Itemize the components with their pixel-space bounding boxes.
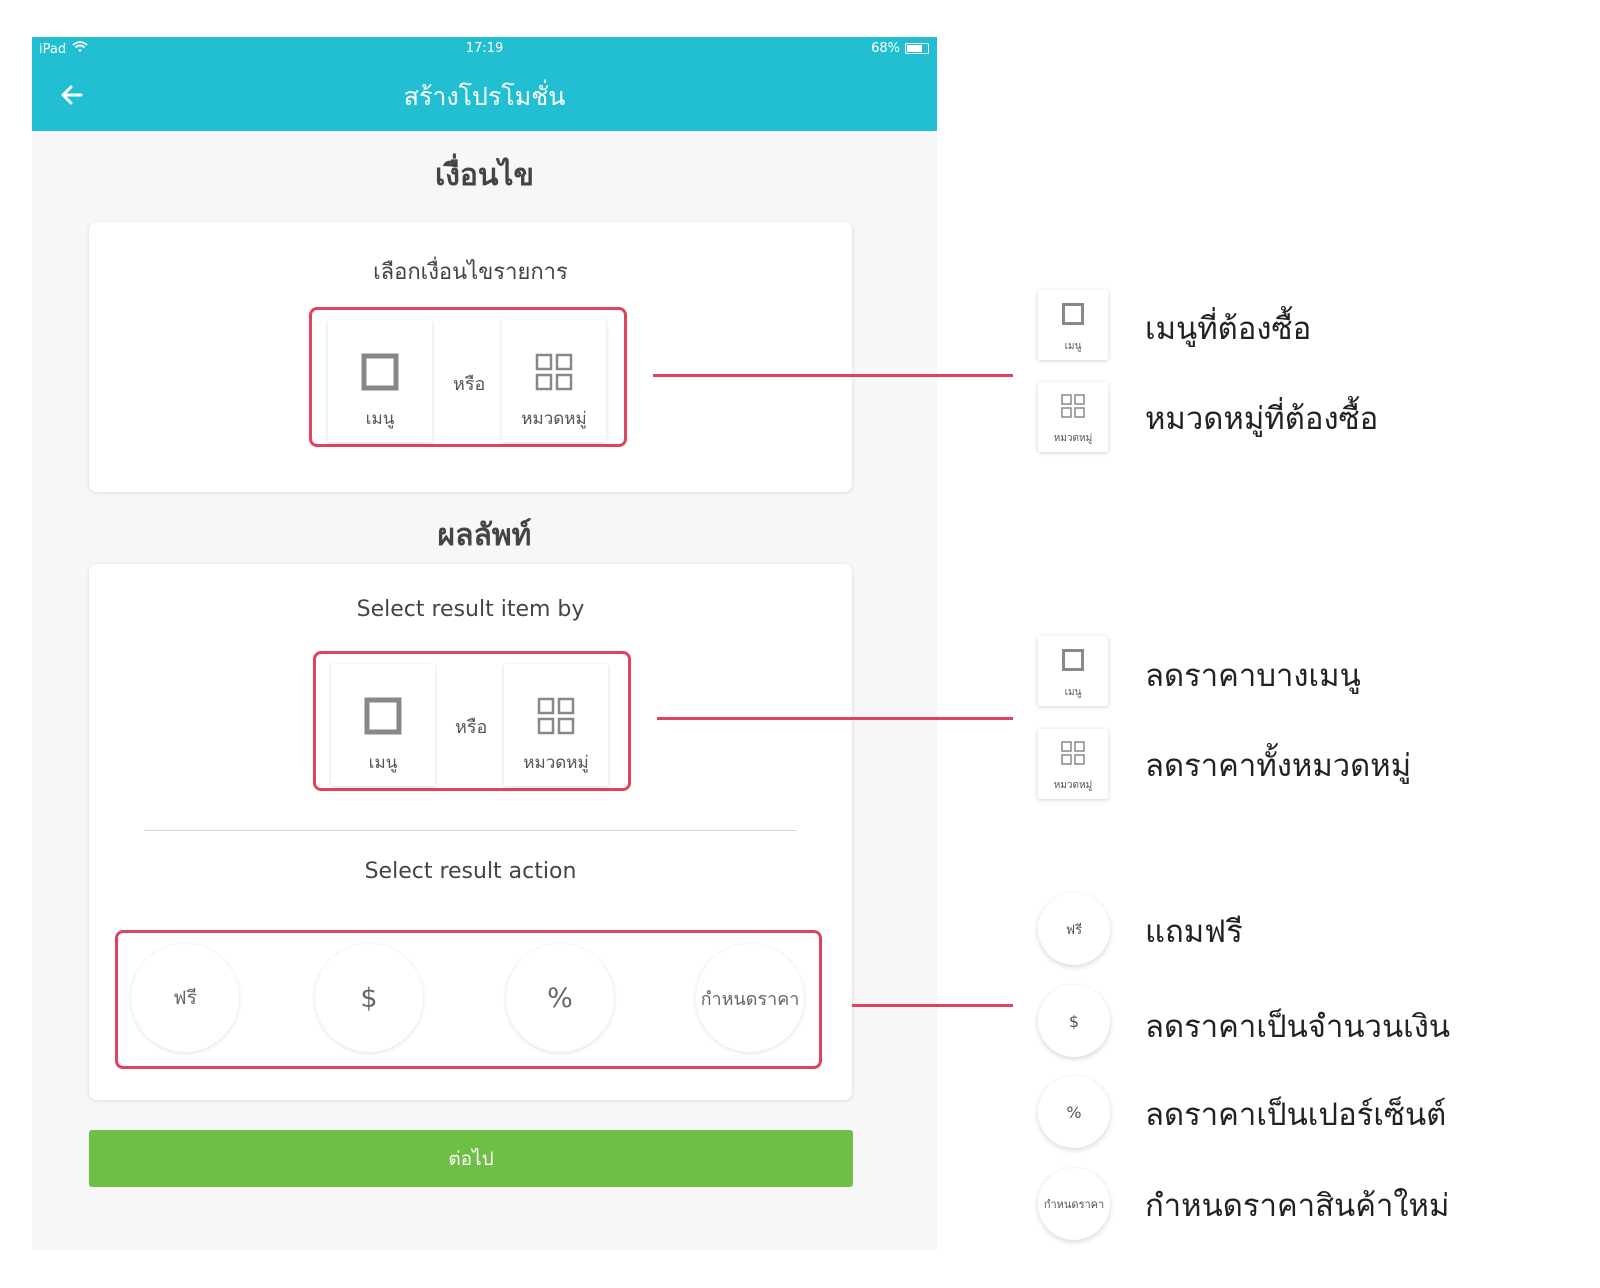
results-card: Select result item by เมนู หรือ หมวดหมู่…: [89, 564, 852, 1100]
legend-category-tile-2: หมวดหมู่: [1038, 729, 1108, 799]
legend-menu-tile-label: เมนู: [1064, 341, 1082, 352]
action-percent-button[interactable]: %: [506, 944, 614, 1052]
result-action-title: Select result action: [364, 859, 577, 884]
legend-action-percent: ลดราคาเป็นเปอร์เซ็นต์: [1145, 1097, 1447, 1133]
page-title: สร้างโปรโมชั่น: [403, 82, 566, 111]
legend-menu-tile-1: เมนู: [1038, 290, 1108, 360]
results-divider: [144, 830, 797, 831]
navigation-bar: สร้างโปรโมชั่น: [32, 59, 937, 131]
conditions-card: เลือกเงื่อนไขรายการ เมนู หรือ หมวดหมู่: [89, 222, 852, 492]
result-item-highlight-box: [313, 651, 631, 791]
legend-category-tile-label: หมวดหมู่: [1053, 780, 1093, 791]
conditions-highlight-box: [309, 307, 627, 447]
conditions-connector-line: [653, 374, 1013, 377]
wifi-icon: [72, 41, 88, 57]
legend-category-tile-1: หมวดหมู่: [1038, 382, 1108, 452]
result-item-connector-line: [657, 717, 1013, 720]
legend-menu-tile-label: เมนู: [1064, 687, 1082, 698]
back-button[interactable]: [54, 77, 90, 113]
condition-menu-tile[interactable]: เมนู: [328, 320, 432, 442]
ipad-screen: iPad 17:19 68% สร้างโปรโมชั่น เงื่อนไข เ…: [32, 37, 937, 1250]
legend-menu-tile-2: เมนู: [1038, 636, 1108, 706]
result-action-connector-line: [852, 1004, 1013, 1007]
device-label: iPad: [39, 41, 67, 57]
square-icon: [1062, 303, 1084, 325]
legend-category-tile-label: หมวดหมู่: [1053, 433, 1093, 444]
result-category-tile[interactable]: หมวดหมู่: [504, 664, 608, 786]
square-icon: [364, 697, 402, 735]
legend-action-set-price: กำหนดราคาสินค้าใหม่: [1145, 1188, 1450, 1224]
condition-category-label: หมวดหมู่: [521, 409, 587, 429]
result-category-label: หมวดหมู่: [523, 753, 589, 773]
legend-condition-category: หมวดหมู่ที่ต้องซื้อ: [1145, 401, 1379, 437]
conditions-heading: เงื่อนไข: [434, 158, 535, 193]
result-menu-tile[interactable]: เมนู: [331, 664, 435, 786]
grid-icon: [1061, 394, 1085, 418]
square-icon: [1062, 649, 1084, 671]
action-amount-button[interactable]: $: [315, 944, 423, 1052]
action-set-price-button[interactable]: กำหนดราคา: [696, 944, 804, 1052]
battery-icon: [905, 43, 929, 54]
status-time: 17:19: [465, 41, 504, 56]
battery-percent: 68%: [871, 41, 900, 56]
legend-set-price-circle: กำหนดราคา: [1038, 1168, 1110, 1240]
conditions-card-title: เลือกเงื่อนไขรายการ: [373, 260, 568, 285]
result-menu-label: เมนู: [368, 753, 398, 773]
legend-result-category: ลดราคาทั้งหมวดหมู่: [1145, 748, 1412, 784]
legend-amount-circle: $: [1038, 985, 1110, 1057]
conditions-or-label: หรือ: [453, 374, 486, 395]
condition-menu-label: เมนู: [365, 409, 395, 429]
legend-condition-menu: เมนูที่ต้องซื้อ: [1145, 311, 1312, 347]
back-arrow-icon: [61, 85, 83, 105]
legend-action-amount: ลดราคาเป็นจำนวนเงิน: [1145, 1009, 1451, 1045]
condition-category-tile[interactable]: หมวดหมู่: [502, 320, 606, 442]
next-button[interactable]: ต่อไป: [89, 1130, 853, 1187]
status-bar: iPad 17:19 68%: [32, 37, 937, 59]
grid-icon: [537, 697, 575, 735]
legend-action-free: แถมฟรี: [1145, 914, 1243, 950]
legend-result-menu: ลดราคาบางเมนู: [1145, 658, 1361, 694]
action-free-button[interactable]: ฟรี: [131, 944, 239, 1052]
result-item-title: Select result item by: [356, 597, 585, 622]
legend-free-circle: ฟรี: [1038, 893, 1110, 965]
grid-icon: [1061, 741, 1085, 765]
grid-icon: [535, 353, 573, 391]
legend-percent-circle: %: [1038, 1076, 1110, 1148]
results-or-label: หรือ: [455, 717, 488, 738]
results-heading: ผลลัพท์: [437, 518, 532, 553]
result-action-highlight-box: [115, 930, 822, 1069]
square-icon: [361, 353, 399, 391]
